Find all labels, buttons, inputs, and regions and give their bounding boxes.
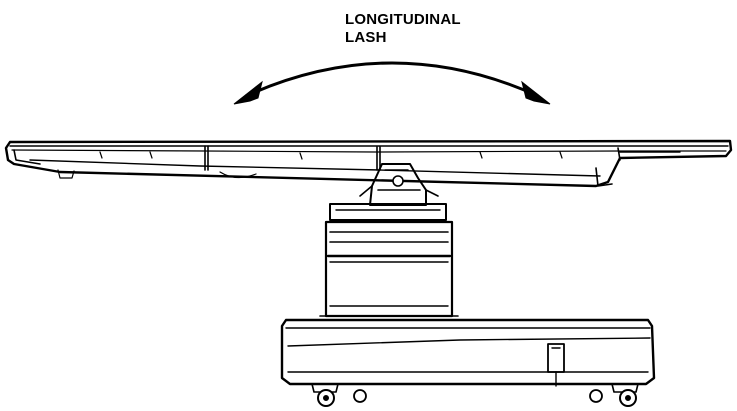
caster-front-2 (353, 389, 367, 403)
arrowhead-right (521, 80, 551, 105)
caster-rear-2 (589, 389, 603, 403)
caster-front (311, 383, 339, 407)
pedestal-column (319, 203, 459, 318)
table-base (280, 318, 656, 387)
caster-wheels (311, 383, 639, 407)
arrowhead-left (233, 80, 263, 105)
table-top (4, 139, 733, 188)
caster-rear (611, 383, 639, 407)
rotation-arrow (233, 61, 551, 105)
motion-label-line2: LASH (345, 29, 387, 46)
motion-label-line1: LONGITUDINAL (345, 11, 461, 28)
